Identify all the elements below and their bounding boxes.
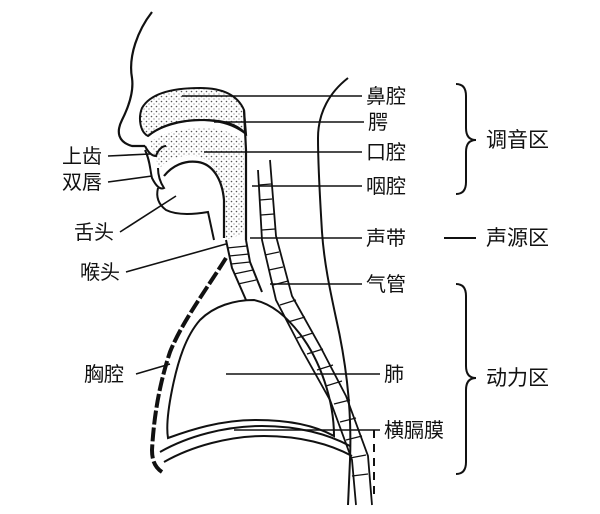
trachea-rings <box>226 245 257 285</box>
label-nasal-cavity: 鼻腔 <box>366 84 406 108</box>
label-tongue: 舌头 <box>74 220 114 244</box>
label-thorax: 胸腔 <box>84 362 124 386</box>
back-outline <box>316 77 352 506</box>
bracket-articulation <box>455 83 477 195</box>
label-trachea: 气管 <box>366 272 406 296</box>
trachea-tube <box>225 239 263 301</box>
group-power: 动力区 <box>486 366 549 390</box>
label-upper-teeth: 上齿 <box>62 144 102 168</box>
lung-outline <box>166 298 336 440</box>
label-palate: 腭 <box>368 110 388 134</box>
vertebra-lines <box>258 183 369 477</box>
label-lung: 肺 <box>384 362 404 386</box>
label-larynx: 喉头 <box>80 260 120 284</box>
tongue-shape <box>163 160 226 238</box>
lower-jaw <box>156 187 215 241</box>
upper-teeth-shape <box>144 145 167 158</box>
leader-lines-left <box>107 153 227 375</box>
group-source: 声源区 <box>486 226 549 250</box>
nasal-cavity-area <box>139 86 248 138</box>
label-vocal-cords: 声带 <box>366 226 406 250</box>
leader-lines-right <box>182 95 380 431</box>
group-articulation: 调音区 <box>486 128 549 152</box>
pharynx-wall <box>242 109 248 240</box>
spine-column <box>257 159 373 506</box>
face-profile <box>117 11 153 148</box>
label-lips: 双唇 <box>62 170 102 194</box>
diaphragm-shape <box>159 424 353 463</box>
oral-cavity-area <box>150 128 244 240</box>
lips-shape <box>144 149 166 190</box>
thorax-front <box>149 256 228 474</box>
label-oral-cavity: 口腔 <box>366 140 406 164</box>
palate-line <box>147 118 245 137</box>
label-pharynx: 咽腔 <box>366 174 406 198</box>
label-diaphragm: 横膈膜 <box>384 418 444 442</box>
bracket-power <box>455 283 477 475</box>
